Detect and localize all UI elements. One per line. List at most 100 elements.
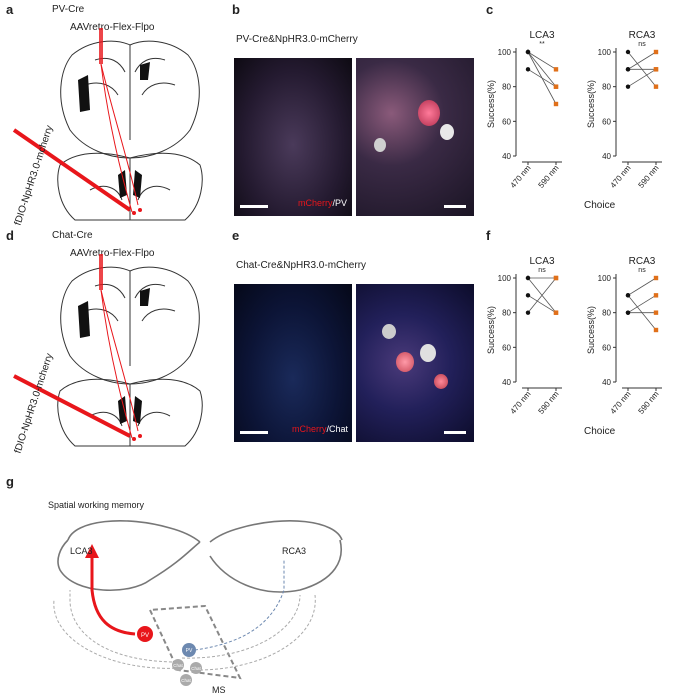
x-tick-label: 470 nm xyxy=(508,389,532,415)
y-tick-label: 60 xyxy=(602,343,611,352)
panel-label-e: e xyxy=(232,228,240,243)
pv-red-cell: PV xyxy=(141,633,149,639)
panel-a-title: PV-Cre xyxy=(52,4,85,15)
panel-f-xlabel: Choice xyxy=(584,426,616,437)
panel-d-virus-label: AAVretro-Flex-Flpo xyxy=(70,248,155,259)
chat-cell: Chat xyxy=(181,678,191,683)
data-point-590 xyxy=(653,275,659,281)
panel-b-micrograph-zoom xyxy=(356,58,474,216)
scale-bar xyxy=(444,205,466,208)
y-tick-label: 60 xyxy=(502,117,511,126)
chart-title: LCA3 xyxy=(529,256,554,267)
pv-blue-cell: PV xyxy=(186,648,193,654)
panel-label-d: d xyxy=(6,228,14,243)
chat-cell: Chat xyxy=(173,663,183,668)
panel-e-title: Chat-Cre&NpHR3.0-mCherry xyxy=(236,260,367,271)
y-tick-label: 80 xyxy=(502,83,511,92)
panel-g-circuit-diagram: PV PV Chat Chat Chat xyxy=(53,520,343,686)
data-point-590 xyxy=(653,67,659,72)
data-point-590 xyxy=(553,310,559,315)
significance-label: ** xyxy=(539,41,545,48)
y-tick-label: 80 xyxy=(502,309,511,318)
panel-label-b: b xyxy=(232,2,240,17)
data-point-470 xyxy=(625,84,631,89)
panel-e-micrograph-overview xyxy=(234,284,352,442)
data-point-590 xyxy=(553,275,559,281)
series-line xyxy=(527,51,557,105)
y-tick-label: 40 xyxy=(502,378,511,387)
ms-label: MS xyxy=(212,685,226,695)
data-point-470 xyxy=(525,49,531,55)
significance-label: ns xyxy=(638,267,646,274)
x-tick-label: 590 nm xyxy=(636,389,660,415)
data-point-590 xyxy=(653,49,659,55)
panel-d-brain-diagram xyxy=(13,254,203,447)
data-point-590 xyxy=(653,327,659,333)
chat-cell: Chat xyxy=(191,666,201,671)
significance-label: ns xyxy=(638,41,646,48)
data-point-470 xyxy=(525,275,531,281)
y-tick-label: 100 xyxy=(598,274,612,283)
scale-bar xyxy=(444,431,466,434)
data-point-470 xyxy=(625,293,631,298)
data-point-470 xyxy=(525,67,531,72)
y-axis-label: Success(%) xyxy=(586,306,596,354)
panel-label-f: f xyxy=(486,228,491,243)
panel-a-virus-label: AAVretro-Flex-Flpo xyxy=(70,22,155,33)
data-point-470 xyxy=(625,67,631,72)
y-tick-label: 60 xyxy=(502,343,511,352)
panel-label-g: g xyxy=(6,474,14,489)
series-line xyxy=(527,294,557,314)
series-line xyxy=(527,51,557,70)
region-label-rca3: RCA3 xyxy=(282,546,307,556)
data-point-470 xyxy=(525,310,531,315)
panel-a-brain-diagram xyxy=(12,28,203,221)
panel-b-title: PV-Cre&NpHR3.0-mCherry xyxy=(236,34,358,45)
data-point-470 xyxy=(525,293,531,298)
data-point-470 xyxy=(625,310,631,315)
y-axis-label: Success(%) xyxy=(486,306,496,354)
scale-bar xyxy=(240,205,268,208)
panel-label-a: a xyxy=(6,2,14,17)
data-point-590 xyxy=(653,310,659,315)
y-axis-label: Success(%) xyxy=(586,80,596,128)
series-line xyxy=(627,51,657,70)
y-tick-label: 80 xyxy=(602,309,611,318)
x-tick-label: 470 nm xyxy=(608,163,632,189)
y-tick-label: 80 xyxy=(602,83,611,92)
y-tick-label: 40 xyxy=(602,378,611,387)
x-tick-label: 590 nm xyxy=(636,163,660,189)
y-tick-label: 60 xyxy=(602,117,611,126)
panel-e-micrograph-zoom xyxy=(356,284,474,442)
region-label-lca3: LCA3 xyxy=(70,546,93,556)
x-tick-label: 590 nm xyxy=(536,163,560,189)
series-line xyxy=(627,68,657,88)
series-line xyxy=(627,294,657,314)
panel-b-stain-legend: mCherry/PV xyxy=(298,198,348,208)
data-point-590 xyxy=(653,84,659,89)
panel-g-title: Spatial working memory xyxy=(48,500,145,510)
y-tick-label: 100 xyxy=(498,48,512,57)
series-line xyxy=(627,277,657,296)
panel-e-stain-legend: mCherry/Chat xyxy=(292,424,349,434)
x-tick-label: 470 nm xyxy=(608,389,632,415)
y-axis-label: Success(%) xyxy=(486,80,496,128)
data-point-590 xyxy=(553,101,559,107)
chart-title: RCA3 xyxy=(629,256,656,267)
y-tick-label: 100 xyxy=(598,48,612,57)
chart-title: RCA3 xyxy=(629,30,656,41)
chart-title: LCA3 xyxy=(529,30,554,41)
panel-c-xlabel: Choice xyxy=(584,200,616,211)
series-line xyxy=(527,51,557,87)
panel-label-c: c xyxy=(486,2,494,17)
data-point-470 xyxy=(625,49,631,55)
y-tick-label: 40 xyxy=(502,152,511,161)
significance-label: ns xyxy=(538,267,546,274)
scale-bar xyxy=(240,431,268,434)
data-point-590 xyxy=(553,67,559,72)
x-tick-label: 590 nm xyxy=(536,389,560,415)
panel-d-title: Chat-Cre xyxy=(52,230,93,241)
y-tick-label: 40 xyxy=(602,152,611,161)
